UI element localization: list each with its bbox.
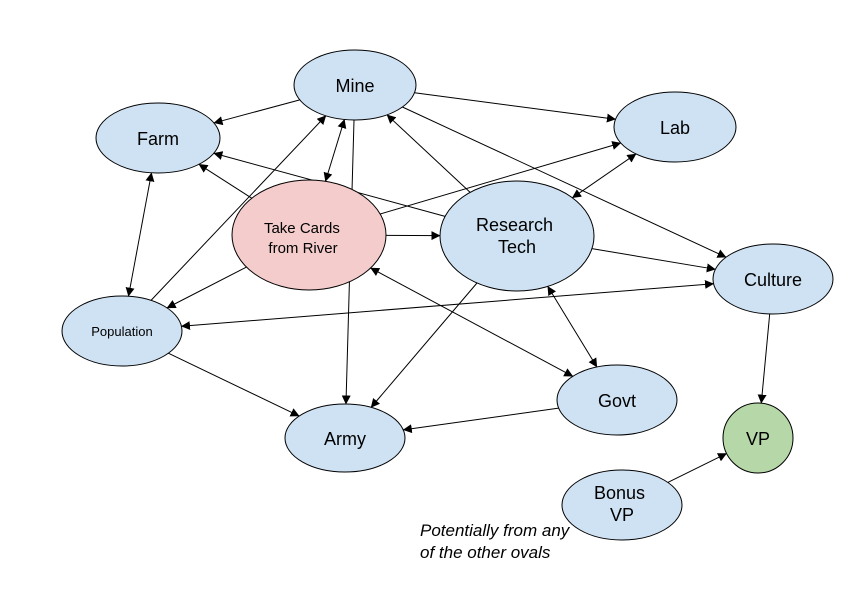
edge-mine-to-river: [323, 119, 347, 182]
edge-culture-to-vp: [757, 313, 771, 404]
node-mine: Mine: [293, 49, 417, 121]
node-culture: Culture: [712, 243, 834, 315]
node-govt-label: Govt: [598, 391, 636, 411]
edge-bonus-to-vp: [667, 453, 728, 483]
edge-population-to-army: [168, 352, 300, 417]
node-river-label-line-2: from River: [268, 240, 337, 257]
edge-govt-to-army: [402, 407, 559, 434]
node-lab-shape: [613, 91, 737, 163]
node-river-label-line-1: Take Cards: [264, 220, 340, 237]
node-vp: VP: [722, 402, 794, 474]
node-govt: Govt: [556, 364, 678, 436]
node-culture-label: Culture: [744, 270, 802, 290]
node-farm-shape: [95, 102, 221, 174]
node-mine-shape: [293, 49, 417, 121]
edge-research-to-culture: [591, 248, 716, 273]
edge-river-to-population: [166, 266, 247, 309]
node-culture-shape: [712, 243, 834, 315]
edge-farm-to-population: [125, 172, 155, 297]
node-govt-shape: [556, 364, 678, 436]
edge-river-to-farm: [198, 163, 253, 199]
bonus-vp-note-line-2: of the other ovals: [420, 543, 551, 562]
node-bonus-shape: [561, 469, 683, 541]
bonus-vp-note: Potentially from any of the other ovals: [420, 521, 574, 562]
node-farm-label: Farm: [137, 129, 179, 149]
node-bonus-label: Bonus VP: [594, 483, 650, 525]
node-bonus-label-line-2: VP: [610, 505, 634, 525]
edge-research-to-mine: [386, 114, 471, 193]
node-lab-label: Lab: [660, 118, 690, 138]
edge-research-to-army: [370, 282, 478, 408]
node-army: Army: [284, 403, 406, 473]
node-population: Population: [61, 295, 183, 367]
edge-mine-to-farm: [213, 99, 300, 126]
edge-mine-to-lab: [414, 92, 616, 123]
node-army-label: Army: [324, 429, 366, 449]
node-river-label: Take Cards from River: [264, 220, 344, 257]
node-vp-shape: [722, 402, 794, 474]
edge-research-to-govt: [547, 286, 598, 368]
node-bonus-label-line-1: Bonus: [594, 483, 645, 503]
node-research-label-line-1: Research: [476, 215, 553, 235]
node-research-shape: [439, 180, 595, 292]
edge-research-to-lab: [572, 153, 637, 199]
node-population-shape: [61, 295, 183, 367]
node-bonus-vp: Bonus VP: [561, 469, 683, 541]
node-population-label: Population: [91, 324, 152, 339]
node-farm: Farm: [95, 102, 221, 174]
node-research-label: Research Tech: [476, 215, 558, 257]
node-mine-label: Mine: [335, 76, 374, 96]
edges: [125, 92, 771, 483]
node-vp-label: VP: [746, 429, 770, 449]
node-lab: Lab: [613, 91, 737, 163]
node-army-shape: [284, 403, 406, 473]
bonus-vp-note-line-1: Potentially from any: [420, 521, 571, 540]
node-river-shape: [231, 179, 387, 291]
node-research-label-line-2: Tech: [498, 237, 536, 257]
edge-culture-to-population: [180, 279, 715, 331]
edge-population-to-mine: [150, 115, 327, 301]
nodes: Mine Farm Lab Take Cards from River Rese…: [61, 49, 834, 541]
node-take-cards-from-river: Take Cards from River: [231, 179, 387, 291]
node-research-tech: Research Tech: [439, 180, 595, 292]
edge-mine-to-culture: [402, 106, 727, 258]
